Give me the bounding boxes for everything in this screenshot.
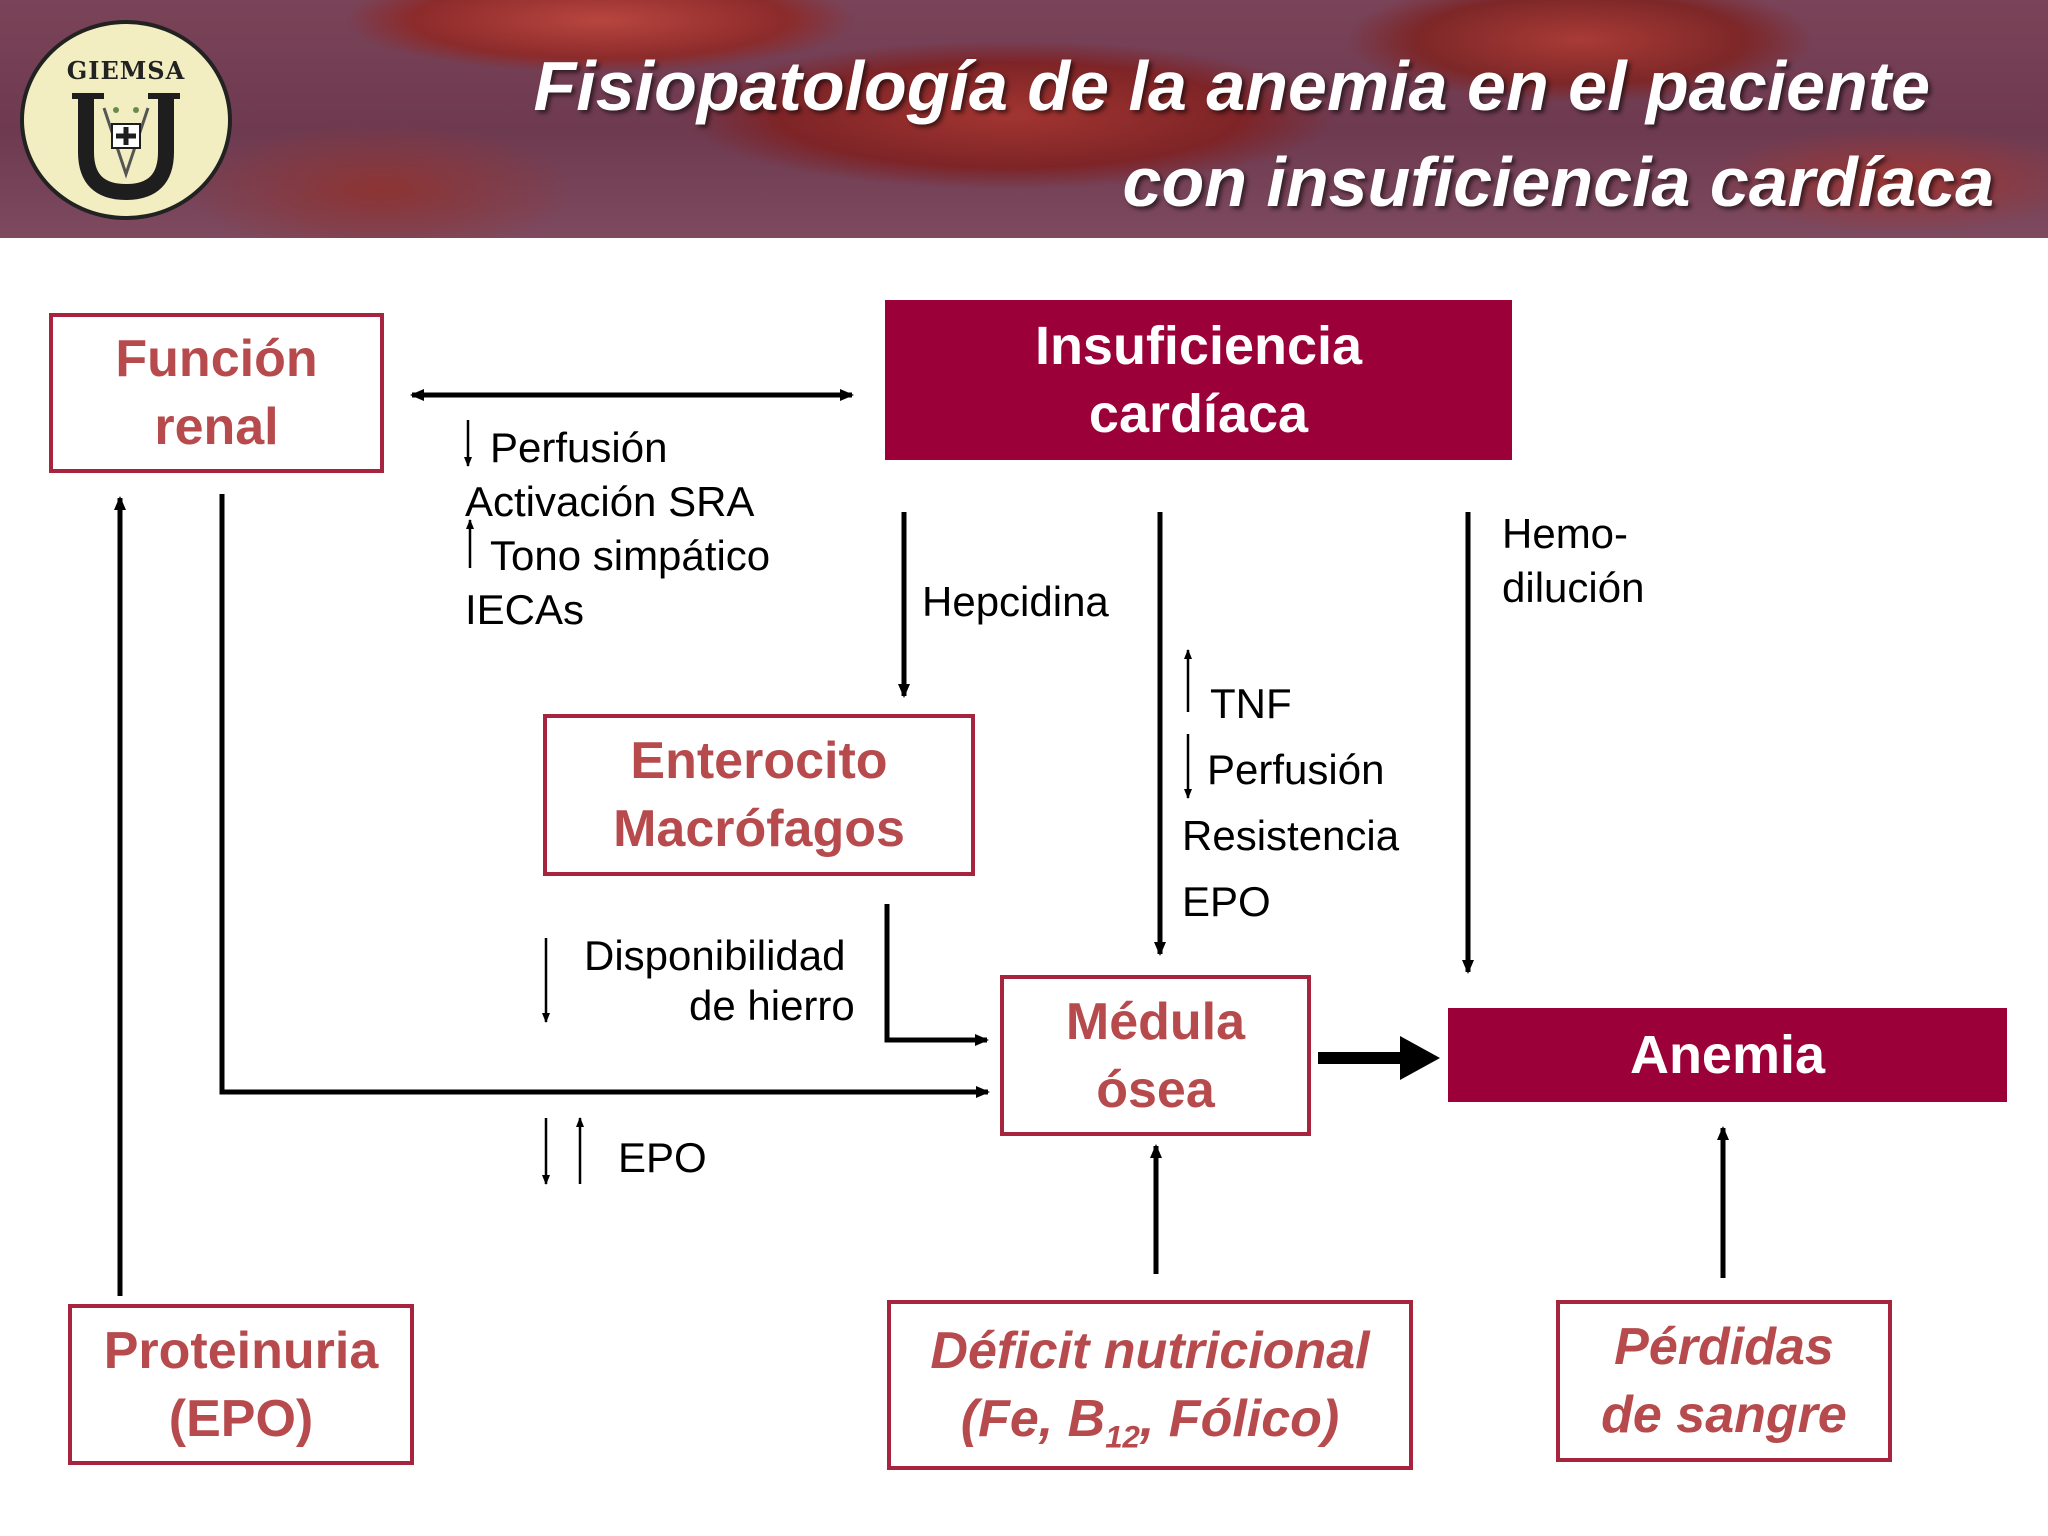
title-line-1: Fisiopatología de la anemia en el pacien…: [533, 47, 1930, 125]
deficit-line2-suffix: , Fólico): [1139, 1390, 1340, 1448]
page-title: Fisiopatología de la anemia en el pacien…: [300, 38, 2000, 230]
perdidas-line1: Pérdidas: [1614, 1318, 1834, 1376]
funcion-renal-line1: Función: [115, 330, 318, 388]
label-hepcidina: Hepcidina: [922, 578, 1109, 625]
proteinuria-line2: (EPO): [168, 1389, 314, 1448]
funcion-renal-line2: renal: [154, 398, 279, 456]
box-enterocito: Enterocito Macrófagos: [543, 714, 975, 876]
giemsa-logo: GIEMSA: [20, 20, 232, 220]
medula-line1: Médula: [1065, 992, 1246, 1051]
label-disponibilidad: Disponibilidad: [584, 932, 846, 979]
arrow-enterocito-medula: [884, 904, 989, 1046]
deficit-line1: Déficit nutricional: [930, 1322, 1370, 1380]
label-epo-medula: EPO: [1182, 878, 1271, 925]
medula-line2: ósea: [1096, 1060, 1215, 1119]
shield-cross-icon: [72, 93, 180, 201]
label-perfusion: Perfusión: [490, 424, 668, 471]
insuficiencia-line1: Insuficiencia: [1034, 316, 1363, 376]
label-resistencia: Resistencia: [1182, 812, 1400, 859]
label-tono-simpatico: Tono simpático: [490, 532, 771, 579]
enterocito-line1: Enterocito: [630, 732, 888, 790]
box-anemia: Anemia: [1448, 1008, 2007, 1102]
label-de-hierro: de hierro: [689, 982, 855, 1029]
label-dilucion: dilución: [1502, 564, 1645, 611]
label-perfusion-medula: Perfusión: [1207, 746, 1385, 793]
deficit-line2: (Fe, B12, Fólico): [961, 1385, 1339, 1453]
label-activacion-sra: Activación SRA: [465, 478, 755, 525]
anemia-label: Anemia: [1629, 1025, 1826, 1085]
label-tnf: TNF: [1210, 680, 1292, 727]
box-funcion-renal: Función renal: [49, 313, 384, 473]
box-deficit-nutricional: Déficit nutricional (Fe, B12, Fólico): [887, 1300, 1413, 1470]
arrow-renal-medula: [219, 494, 990, 1098]
label-hemo: Hemo-: [1502, 510, 1629, 557]
deficit-line2-prefix: (Fe, B: [960, 1390, 1106, 1448]
box-proteinuria: Proteinuria (EPO): [68, 1304, 414, 1465]
deficit-line2-sub: 12: [1105, 1419, 1140, 1455]
insuficiencia-line2: cardíaca: [1088, 384, 1309, 444]
box-perdidas-sangre: Pérdidas de sangre: [1556, 1300, 1892, 1462]
label-epo: EPO: [618, 1134, 707, 1181]
proteinuria-line1: Proteinuria: [103, 1321, 379, 1380]
arrow-medula-anemia-head: [1400, 1036, 1440, 1080]
title-line-2: con insuficiencia cardíaca: [1122, 143, 1994, 221]
label-iecas: IECAs: [465, 586, 585, 633]
logo-text: GIEMSA: [66, 56, 186, 85]
box-medula-osea: Médula ósea: [1000, 975, 1311, 1136]
perdidas-line2: de sangre: [1601, 1386, 1847, 1444]
enterocito-line2: Macrófagos: [613, 800, 905, 858]
box-insuficiencia-cardiaca: Insuficiencia cardíaca: [885, 300, 1512, 460]
header-banner: GIEMSA Fisiopatología de la anemia en el…: [0, 0, 2048, 238]
